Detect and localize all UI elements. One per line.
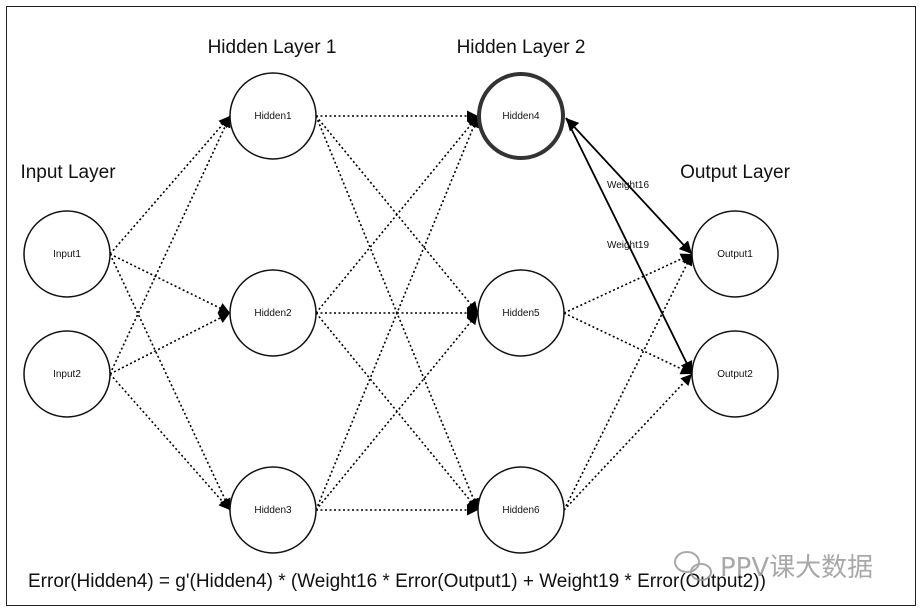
edge-hidden5-output1 <box>563 253 693 314</box>
node-hidden6: Hidden6 <box>477 466 565 554</box>
node-hidden2: Hidden2 <box>229 269 317 357</box>
edge-hidden4-output1 <box>565 117 693 255</box>
node-output1-label: Output1 <box>717 249 753 260</box>
node-hidden3: Hidden3 <box>229 466 317 554</box>
node-hidden4-highlighted: Hidden4 <box>477 72 565 160</box>
error-formula: Error(Hidden4) = g'(Hidden4) * (Weight16… <box>28 571 766 592</box>
edges-input-to-hidden1 <box>109 115 231 511</box>
edge-input1-hidden2 <box>109 253 231 314</box>
node-hidden4-label: Hidden4 <box>502 111 540 122</box>
weight16-label: Weight16 <box>607 180 650 191</box>
edge-input2-hidden2 <box>109 312 231 375</box>
hidden-layer-1-title: Hidden Layer 1 <box>208 37 337 58</box>
edge-input2-hidden1 <box>109 115 231 375</box>
edge-hidden6-output2 <box>563 373 693 511</box>
node-hidden1-label: Hidden1 <box>254 111 292 122</box>
input-layer-title: Input Layer <box>20 162 116 183</box>
edge-hidden2-hidden4 <box>315 115 479 314</box>
node-hidden5-label: Hidden5 <box>502 308 540 319</box>
node-hidden2-label: Hidden2 <box>254 308 292 319</box>
diagram-frame <box>6 6 916 606</box>
edge-input1-hidden1 <box>109 115 231 255</box>
edge-input2-hidden3 <box>109 373 231 511</box>
weight19-label: Weight19 <box>607 240 650 251</box>
node-hidden6-label: Hidden6 <box>502 505 540 516</box>
node-hidden3-label: Hidden3 <box>254 505 292 516</box>
edge-hidden5-output2 <box>563 312 693 375</box>
wechat-icon <box>674 551 712 581</box>
watermark: PPV课大数据 <box>674 551 873 583</box>
node-output1: Output1 <box>691 210 779 298</box>
node-hidden5: Hidden5 <box>477 269 565 357</box>
node-output2: Output2 <box>691 330 779 418</box>
edge-input1-hidden3 <box>109 253 231 511</box>
watermark-text: PPV课大数据 <box>720 553 873 583</box>
edges-hidden2-to-output <box>563 253 693 511</box>
edges-hidden4-backprop <box>565 117 693 375</box>
node-input1: Input1 <box>23 210 111 298</box>
node-input2: Input2 <box>23 330 111 418</box>
edges-hidden1-to-hidden2 <box>315 110 479 516</box>
output-layer-title: Output Layer <box>680 162 791 183</box>
edge-hidden3-hidden5 <box>315 312 479 511</box>
edge-hidden4-output2 <box>565 117 693 375</box>
hidden-layer-2-title: Hidden Layer 2 <box>457 37 586 58</box>
node-input1-label: Input1 <box>53 249 81 260</box>
node-output2-label: Output2 <box>717 369 753 380</box>
node-hidden1: Hidden1 <box>229 72 317 160</box>
node-input2-label: Input2 <box>53 369 81 380</box>
edge-hidden6-output1 <box>563 253 693 511</box>
edge-hidden3-hidden4 <box>315 115 479 511</box>
